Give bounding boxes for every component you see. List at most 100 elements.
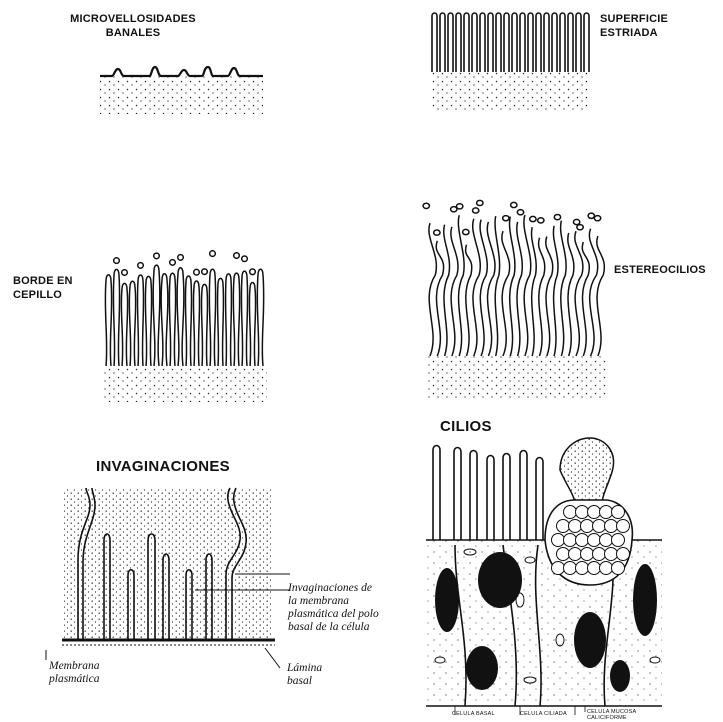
mucin-granule bbox=[557, 520, 570, 533]
estereocilios-drawing bbox=[423, 200, 606, 398]
vesicle bbox=[242, 256, 248, 262]
borde-drawing bbox=[104, 251, 267, 402]
vesicle bbox=[456, 204, 462, 209]
stereocilium bbox=[575, 231, 583, 356]
cilios-drawing bbox=[426, 438, 662, 715]
brush-microvillus bbox=[185, 276, 191, 366]
mucin-granule bbox=[552, 562, 565, 575]
microvillus bbox=[480, 13, 485, 72]
stereocilium bbox=[466, 245, 472, 356]
microvillus bbox=[512, 13, 517, 72]
brush-microvillus bbox=[153, 265, 160, 366]
brush-microvillus bbox=[218, 278, 224, 366]
brush-microvillus bbox=[209, 269, 215, 366]
vesicle bbox=[573, 219, 579, 224]
vesicle bbox=[122, 270, 128, 276]
mucin-granule bbox=[576, 562, 589, 575]
vesicle bbox=[530, 216, 536, 221]
microvillus bbox=[552, 13, 557, 72]
vesicle bbox=[511, 202, 517, 207]
brush-microvillus bbox=[201, 284, 207, 366]
brush-microvillus bbox=[177, 268, 184, 366]
vesicle bbox=[210, 251, 216, 257]
mucin-granule bbox=[612, 562, 625, 575]
stereocilium bbox=[480, 220, 487, 356]
microvillus bbox=[496, 13, 501, 72]
brush-microvillus bbox=[121, 283, 127, 366]
stereocilium bbox=[510, 217, 515, 356]
vesicle bbox=[577, 225, 583, 230]
mucin-granule bbox=[569, 520, 582, 533]
brush-microvillus bbox=[241, 271, 247, 366]
vesicle bbox=[178, 255, 184, 261]
vesicle bbox=[154, 253, 160, 259]
stereocilium bbox=[487, 222, 495, 356]
stereocilium bbox=[502, 231, 510, 356]
stereocilium bbox=[532, 227, 537, 356]
mucin-granule bbox=[581, 520, 594, 533]
microvillus bbox=[536, 13, 541, 72]
microvillus bbox=[584, 13, 589, 72]
vesicle bbox=[463, 229, 469, 234]
vesicle bbox=[234, 253, 240, 259]
microvillus bbox=[528, 13, 533, 72]
brush-microvillus bbox=[145, 276, 151, 366]
stereocilium bbox=[524, 215, 531, 356]
microvillus bbox=[568, 13, 573, 72]
stereocilium bbox=[546, 237, 553, 356]
mucin-granule bbox=[593, 520, 606, 533]
vesicle bbox=[594, 216, 600, 221]
mucin-granule bbox=[612, 506, 625, 519]
stereocilium bbox=[582, 242, 589, 356]
mucin-granule bbox=[581, 548, 594, 561]
stereocilium bbox=[495, 216, 500, 356]
mucin-granule bbox=[564, 562, 577, 575]
vesicle bbox=[250, 269, 256, 275]
mucin-granule bbox=[605, 520, 618, 533]
brush-microvillus bbox=[169, 273, 175, 366]
mucin-granule bbox=[564, 506, 577, 519]
stereocilium bbox=[553, 226, 558, 356]
superficie-drawing bbox=[430, 13, 589, 110]
stereocilium bbox=[568, 233, 574, 356]
stereocilium bbox=[473, 219, 481, 356]
mucin-granule bbox=[588, 506, 601, 519]
mucin-granule bbox=[617, 520, 630, 533]
vesicle bbox=[114, 258, 120, 264]
stereocilium bbox=[561, 221, 567, 356]
mucin-granule bbox=[552, 534, 565, 547]
vesicle bbox=[170, 260, 176, 266]
brush-microvillus bbox=[105, 275, 111, 366]
microvillus bbox=[520, 13, 525, 72]
invaginaciones-drawing bbox=[46, 488, 290, 668]
brush-microvillus bbox=[249, 282, 255, 366]
microvellosidades-drawing bbox=[100, 67, 263, 114]
microvillus bbox=[464, 13, 469, 72]
brush-microvillus bbox=[129, 281, 135, 366]
microvillus bbox=[488, 13, 493, 72]
stereocilium bbox=[597, 236, 605, 356]
brush-microvillus bbox=[257, 269, 264, 366]
mucin-granule bbox=[564, 534, 577, 547]
stereocilium bbox=[451, 227, 458, 356]
vesicle bbox=[423, 203, 429, 208]
vesicle bbox=[588, 213, 594, 218]
mucin-granule bbox=[588, 534, 601, 547]
vesicle bbox=[472, 208, 478, 213]
mucin-granule bbox=[557, 548, 570, 561]
microvillus bbox=[448, 13, 453, 72]
vesicle bbox=[138, 263, 144, 269]
mucin-granule bbox=[593, 548, 606, 561]
microvillus bbox=[440, 13, 445, 72]
stereocilium bbox=[436, 241, 443, 356]
vesicle bbox=[538, 218, 544, 223]
brush-microvillus bbox=[233, 273, 239, 366]
mucin-granule bbox=[605, 548, 618, 561]
brush-microvillus bbox=[226, 274, 232, 366]
stereocilium bbox=[589, 229, 597, 356]
mucin-granule bbox=[600, 562, 613, 575]
mucin-granule bbox=[612, 534, 625, 547]
microvillus bbox=[432, 13, 437, 72]
microvillus bbox=[576, 13, 581, 72]
vesicle bbox=[517, 210, 523, 215]
